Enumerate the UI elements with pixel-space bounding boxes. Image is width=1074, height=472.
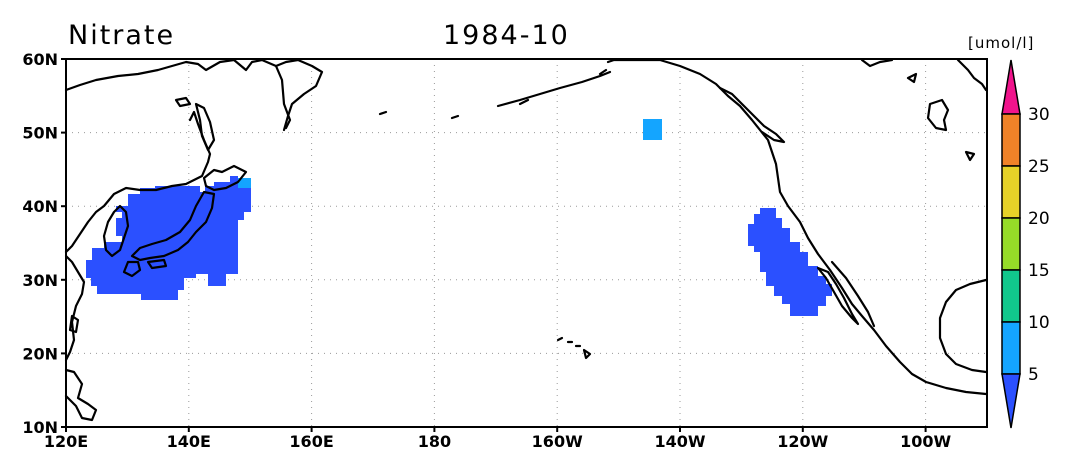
- colorbar-labels: 5 10 15 20 25 30: [1028, 105, 1050, 385]
- colorbar-label: 10: [1028, 313, 1050, 333]
- longitude-labels: 120E 140E 160E 180 160W 140W 120W 100W: [44, 432, 952, 451]
- lat-tick-label: 20N: [22, 344, 58, 363]
- lat-tick-label: 50N: [22, 124, 58, 143]
- lon-tick-label: 140E: [167, 432, 211, 451]
- data-region-northeast-japan: [238, 178, 251, 188]
- colorbar-label: 20: [1028, 209, 1050, 229]
- lon-tick-label: 180: [418, 432, 451, 451]
- colorbar-cell: [1001, 165, 1021, 219]
- coastline-north-america: [606, 58, 988, 396]
- lat-tick-label: 40N: [22, 197, 58, 216]
- lon-tick-label: 100W: [900, 432, 951, 451]
- colorbar-label: 25: [1028, 157, 1050, 177]
- coastline-aleutians: [378, 68, 612, 120]
- data-region-gulf-of-alaska: [643, 119, 662, 140]
- coastline-shikoku: [146, 258, 168, 270]
- coastline-small-island: [174, 96, 192, 108]
- coastline-hawaii: [556, 336, 592, 360]
- latitude-labels: 10N 20N 30N 40N 50N 60N: [22, 50, 58, 437]
- lon-tick-label: 120W: [777, 432, 828, 451]
- coastline-kyushu: [122, 260, 142, 278]
- coastline-hokkaido: [202, 164, 248, 192]
- colorbar-extend-min: [1001, 373, 1021, 429]
- coastline-great-lakes: [964, 150, 976, 162]
- map-plot-area: [61, 58, 988, 432]
- coastline-canada-north: [860, 58, 988, 132]
- coastline-gulf-of-mexico: [938, 278, 988, 374]
- lat-tick-label: 10N: [22, 418, 58, 437]
- colorbar-label: 5: [1028, 365, 1039, 385]
- lon-tick-label: 140W: [654, 432, 705, 451]
- coastline-korea: [102, 204, 130, 258]
- coastline-taiwan: [68, 314, 80, 334]
- lat-tick-label: 30N: [22, 271, 58, 290]
- colorbar-cell: [1001, 113, 1021, 167]
- colorbar-cell: [1001, 269, 1021, 323]
- lon-tick-label: 120E: [44, 432, 88, 451]
- colorbar-cell: [1001, 217, 1021, 271]
- colorbar: 5 10 15 20 25 30: [1001, 59, 1050, 429]
- lon-tick-label: 160E: [289, 432, 333, 451]
- coastline-alaska-panhandle: [718, 86, 786, 144]
- graticule: [66, 59, 987, 427]
- coastline-philippines: [64, 368, 98, 422]
- colorbar-label: 15: [1028, 261, 1050, 281]
- coastline-china: [64, 254, 86, 362]
- map-frame: [65, 58, 988, 428]
- colorbar-extend-max: [1001, 59, 1021, 115]
- date-title: 1984-10: [443, 20, 570, 51]
- coastline-honshu: [130, 190, 216, 262]
- colorbar-cells: [1001, 59, 1021, 429]
- lon-tick-label: 160W: [532, 432, 583, 451]
- colorbar-cell: [1001, 321, 1021, 375]
- axis-ticks: [61, 58, 927, 432]
- data-region-california-coast: [748, 208, 832, 316]
- coastline-sakhalin: [194, 102, 216, 152]
- lat-tick-label: 60N: [22, 50, 58, 69]
- units-label: [umol/l]: [968, 34, 1034, 52]
- colorbar-label: 30: [1028, 105, 1050, 125]
- coastline-gulf-of-california: [830, 260, 876, 328]
- coastline-kamchatka: [274, 58, 324, 132]
- coastline-baja-california: [816, 266, 860, 326]
- variable-title: Nitrate: [68, 20, 175, 51]
- coastlines: [64, 58, 988, 422]
